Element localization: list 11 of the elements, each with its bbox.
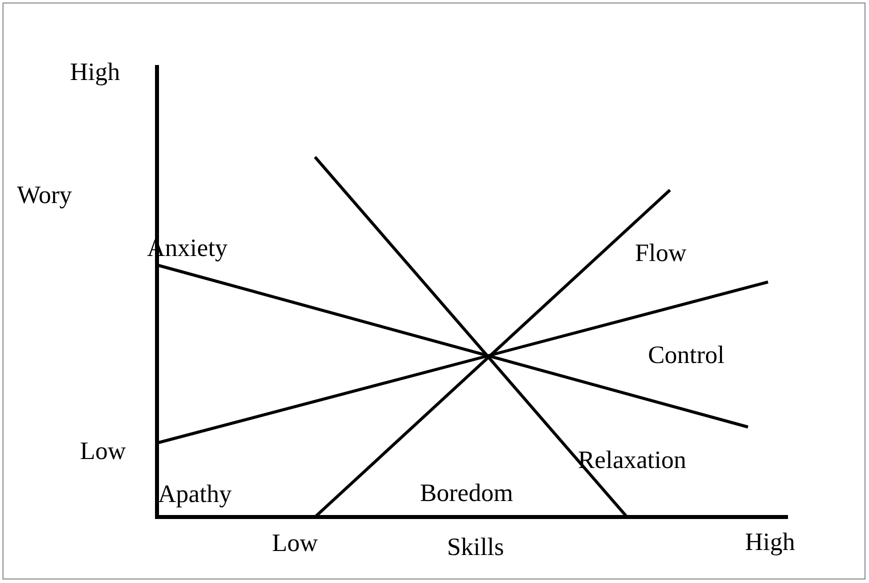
region-label: Boredom	[420, 481, 514, 506]
region-label: Relaxation	[578, 448, 686, 473]
axis-label: Low	[80, 439, 126, 464]
region-label: Apathy	[158, 482, 232, 507]
axis-label: High	[745, 530, 795, 555]
region-label: Control	[648, 343, 724, 368]
axis-title: Wory	[17, 183, 72, 208]
axis-title: Skills	[447, 535, 504, 560]
region-label: Flow	[635, 241, 686, 266]
axis-label: High	[70, 60, 120, 85]
axis-label: Low	[272, 531, 318, 556]
